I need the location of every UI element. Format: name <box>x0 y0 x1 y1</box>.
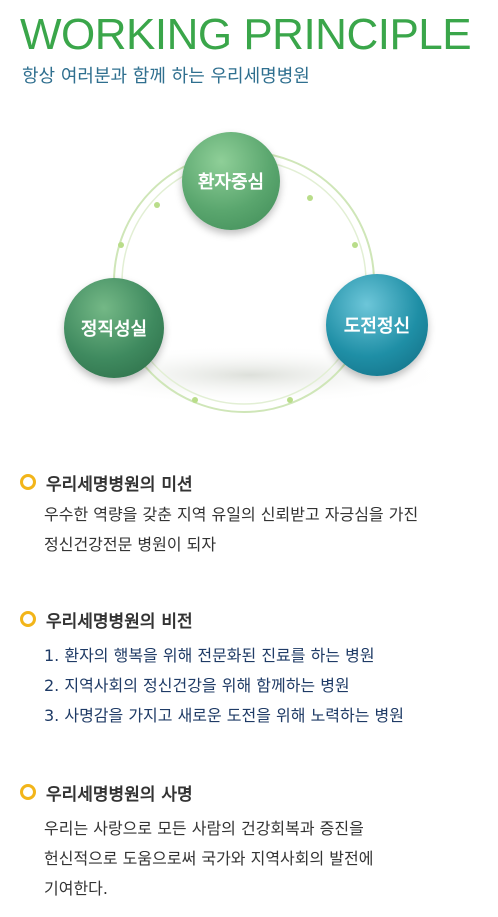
bullet-icon <box>20 784 36 800</box>
mission-line: 우수한 역량을 갖춘 지역 유일의 신뢰받고 자긍심을 가진 <box>44 505 419 524</box>
ring-dot <box>118 242 124 248</box>
purpose-line: 기여한다. <box>44 879 108 898</box>
node-honesty: 정직성실 <box>64 278 164 378</box>
section-vision: 우리세명병원의 비전 1. 환자의 행복을 위해 전문화된 진료를 하는 병원 … <box>20 605 490 731</box>
purpose-line: 헌신적으로 도움으로써 국가와 지역사회의 발전에 <box>44 849 374 868</box>
ring-dot <box>287 397 293 403</box>
section-mission: 우리세명병원의 미션 우수한 역량을 갖춘 지역 유일의 신뢰받고 자긍심을 가… <box>20 468 490 560</box>
bullet-icon <box>20 611 36 627</box>
node-label: 도전정신 <box>343 316 411 337</box>
section-title: 우리세명병원의 미션 <box>46 474 193 495</box>
ring-dot <box>307 195 313 201</box>
page-title: WORKING PRINCIPLE <box>20 10 472 59</box>
node-label: 환자중심 <box>197 172 265 193</box>
section-purpose: 우리세명병원의 사명 우리는 사랑으로 모든 사람의 건강회복과 증진을 헌신적… <box>20 778 490 904</box>
mission-line: 정신건강전문 병원이 되자 <box>44 535 217 554</box>
node-patient-centered: 환자중심 <box>182 132 280 230</box>
ring-dot <box>192 397 198 403</box>
node-challenge: 도전정신 <box>326 274 428 376</box>
vision-item: 2. 지역사회의 정신건강을 위해 함께하는 병원 <box>44 676 350 695</box>
page-subtitle: 항상 여러분과 함께 하는 우리세명병원 <box>22 66 310 87</box>
section-title: 우리세명병원의 비전 <box>46 611 193 632</box>
principle-diagram: 환자중심 정직성실 도전정신 <box>0 110 498 440</box>
vision-item: 3. 사명감을 가지고 새로운 도전을 위해 노력하는 병원 <box>44 706 404 725</box>
node-label: 정직성실 <box>80 319 148 340</box>
ring-dot <box>154 202 160 208</box>
vision-item: 1. 환자의 행복을 위해 전문화된 진료를 하는 병원 <box>44 646 375 665</box>
section-title: 우리세명병원의 사명 <box>46 784 193 805</box>
purpose-line: 우리는 사랑으로 모든 사람의 건강회복과 증진을 <box>44 819 364 838</box>
ring-dot <box>352 242 358 248</box>
bullet-icon <box>20 474 36 490</box>
